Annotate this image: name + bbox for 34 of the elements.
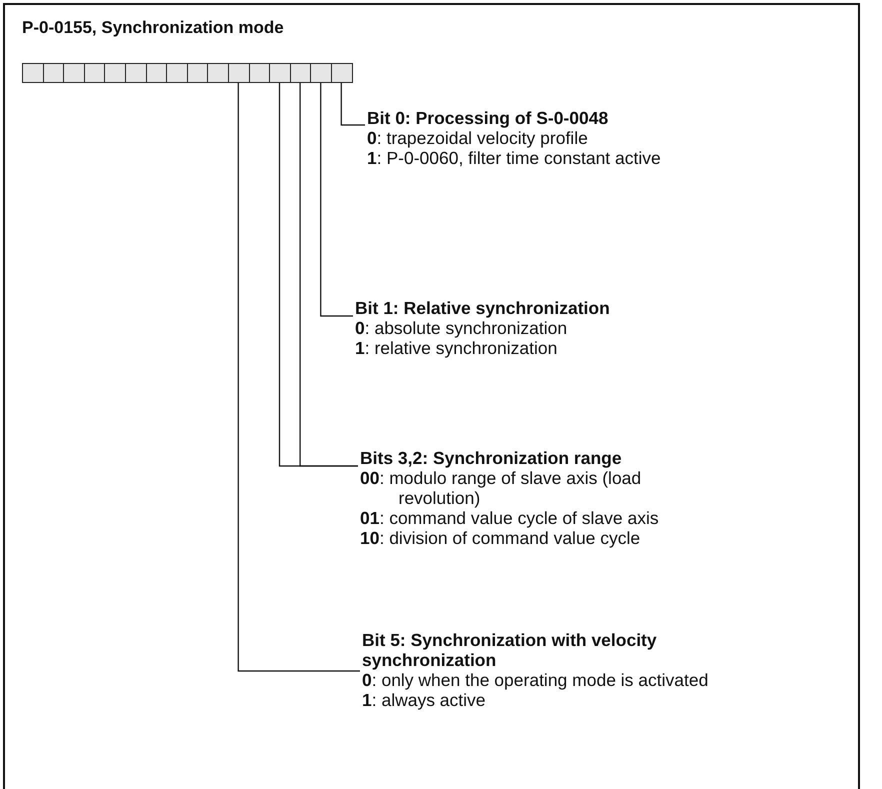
- bit-heading: Bit 0: Processing of S-0-0048: [367, 108, 610, 128]
- register-bit-cell: [331, 63, 353, 83]
- register-bit-cell: [146, 63, 168, 83]
- leader-line: [278, 83, 358, 467]
- bit-heading: Bit 5: Synchronization with velocity synchronization: [362, 630, 658, 670]
- bit-heading: Bits 3,2: Synchronization range: [360, 448, 623, 468]
- register-bit-cell: [310, 63, 332, 83]
- bit-value-description: 10: division of command value cycle: [360, 528, 642, 548]
- bit-value-description: 0: only when the operating mode is activated: [362, 670, 710, 690]
- bit-value-description: 01: command value cycle of slave axis: [360, 508, 660, 528]
- bit-value-description: 1: relative synchronization: [355, 338, 558, 358]
- register-bit-cell: [22, 63, 44, 83]
- register-bit-cell: [63, 63, 85, 83]
- register-bit-cell: [104, 63, 126, 83]
- register-bit-cell: [228, 63, 250, 83]
- register-bit-cell: [269, 63, 291, 83]
- register-bit-cell: [166, 63, 188, 83]
- bit-value-description: 00: modulo range of slave axis (load revolution): [360, 468, 642, 508]
- bit-value-description: 0: trapezoidal velocity profile: [367, 128, 589, 148]
- bit-heading: Bit 1: Relative synchronization: [355, 298, 611, 318]
- register-bit-cell: [186, 63, 208, 83]
- register-bit-cell: [207, 63, 229, 83]
- register-bit-cell: [125, 63, 147, 83]
- diagram-title: P-0-0155, Synchronization mode: [22, 18, 284, 38]
- register-bit-cell: [42, 63, 64, 83]
- leader-line: [340, 83, 365, 126]
- register-bit-cell: [84, 63, 106, 83]
- register-bit-cell: [290, 63, 312, 83]
- register-bit-cell: [248, 63, 270, 83]
- leader-line: [320, 83, 353, 317]
- leader-line: [238, 83, 360, 672]
- bit-value-description: 0: absolute synchronization: [355, 318, 568, 338]
- bit-value-description: 1: always active: [362, 690, 487, 710]
- bit-value-description: 1: P-0-0060, filter time constant active: [367, 148, 662, 168]
